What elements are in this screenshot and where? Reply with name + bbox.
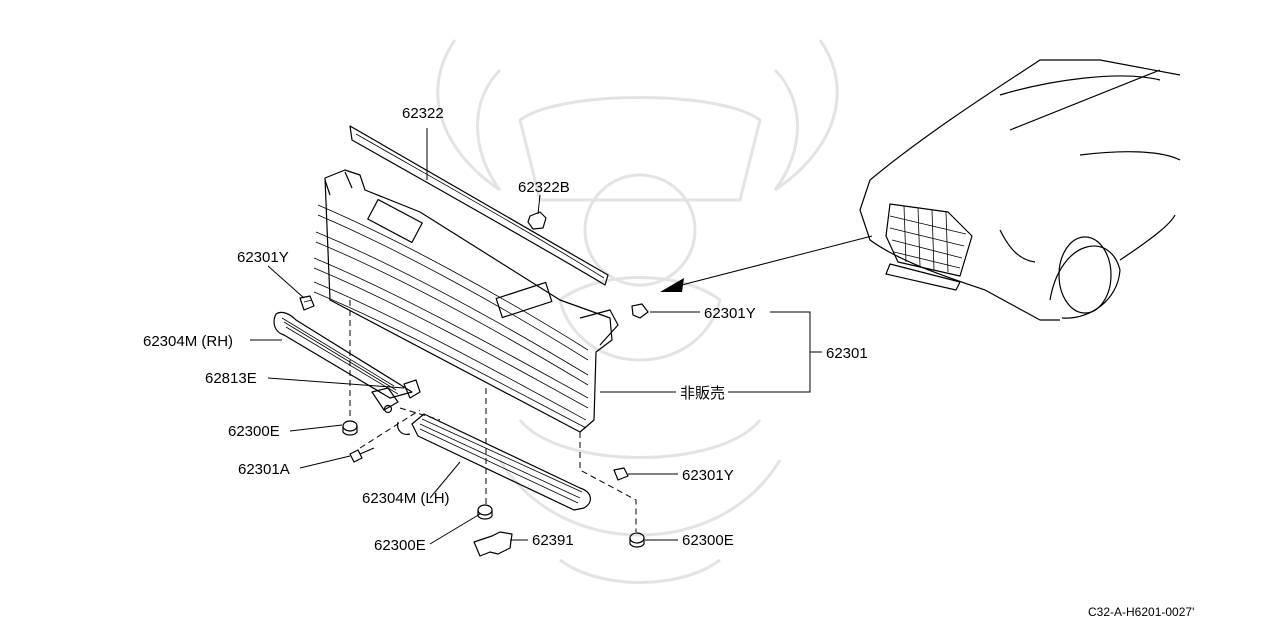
label-62301Y-left[interactable]: 62301Y (237, 249, 289, 266)
label-62322B[interactable]: 62322B (518, 179, 570, 196)
clip-62813E[interactable] (403, 379, 421, 399)
label-62301Y-right[interactable]: 62301Y (704, 305, 756, 322)
lower-bracket (371, 387, 399, 414)
clip-62301Y-lower[interactable] (613, 467, 629, 481)
clip-62301Y-left[interactable] (299, 295, 315, 311)
label-not-for-sale: 非販売 (680, 385, 725, 402)
label-62300E-center[interactable]: 62300E (374, 537, 426, 554)
location-arrow (660, 235, 873, 292)
nut-62300E-left[interactable] (342, 420, 358, 436)
lower-grille-62304M-RH[interactable] (273, 311, 413, 399)
label-62304M-LH[interactable]: 62304M (LH) (362, 490, 450, 507)
label-62304M-RH[interactable]: 62304M (RH) (143, 333, 233, 350)
grille-slats (313, 204, 589, 429)
clip-62301Y-right[interactable] (631, 303, 649, 319)
label-62391[interactable]: 62391 (532, 532, 574, 549)
label-62301A[interactable]: 62301A (238, 461, 290, 478)
part-labels: 62322 62322B 62301Y 62301Y 62301 62304M … (143, 105, 1194, 619)
clip-nut-62322B[interactable] (527, 211, 547, 230)
nut-62300E-right[interactable] (629, 532, 645, 548)
car-grille-highlight (885, 203, 973, 291)
label-62301Y-lower[interactable]: 62301Y (682, 467, 734, 484)
assembly-dash-lines (349, 300, 637, 532)
lower-grille-62304M-LH[interactable] (397, 413, 591, 511)
car-location-sketch (859, 59, 1181, 321)
bracket-62391[interactable] (473, 531, 513, 557)
molding-strip-62322[interactable] (349, 125, 609, 286)
nut-62300E-center[interactable] (477, 504, 493, 520)
leader-lines (250, 128, 822, 545)
label-62300E-right[interactable]: 62300E (682, 532, 734, 549)
diagram-code: C32-A-H6201-0027' (1088, 605, 1194, 619)
label-62301[interactable]: 62301 (826, 345, 868, 362)
grille-mount-tabs (324, 171, 619, 346)
label-62322[interactable]: 62322 (402, 105, 444, 122)
label-62813E[interactable]: 62813E (205, 370, 257, 387)
watermark-emblem (436, 39, 839, 584)
grille-62301[interactable] (313, 169, 619, 433)
screw-62301A[interactable] (349, 447, 375, 463)
label-62300E-left[interactable]: 62300E (228, 423, 280, 440)
